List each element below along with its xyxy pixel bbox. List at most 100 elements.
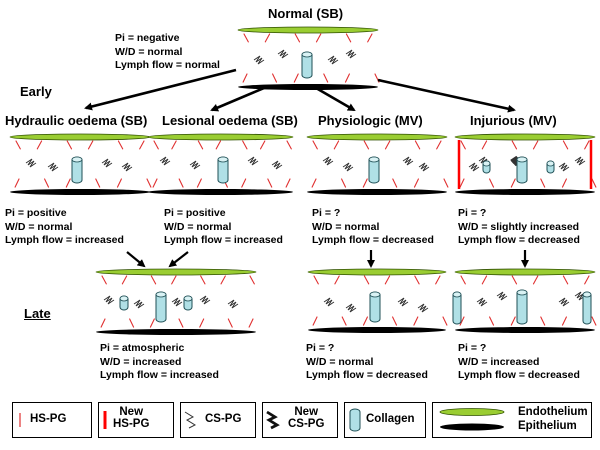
hs-pg-mark <box>489 316 495 326</box>
epithelium-layer <box>455 189 595 195</box>
hs-pg-mark <box>414 275 420 285</box>
info-line: Pi = ? <box>312 207 341 219</box>
cs-pg-mark <box>345 303 357 313</box>
hs-pg-mark <box>562 140 569 150</box>
hs-pg-mark <box>315 33 322 43</box>
hs-pg-mark <box>362 178 368 188</box>
hs-pg-mark <box>152 178 158 188</box>
cs-pg-mark <box>227 299 239 309</box>
cs-pg-mark <box>558 162 570 172</box>
hs-pg-mark <box>248 318 254 328</box>
hs-pg-mark <box>149 318 155 328</box>
hs-pg-mark <box>65 178 71 188</box>
info-line: Pi = positive <box>164 207 226 219</box>
early-info-lesional: Pi = positive W/D = normal Lymph flow = … <box>164 207 283 248</box>
hs-pg-mark <box>532 275 539 285</box>
hs-pg-mark <box>15 140 21 150</box>
hs-pg-mark <box>150 275 157 285</box>
column-title-injurious: Injurious (MV) <box>470 113 557 128</box>
info-line: W/D = normal <box>164 220 232 233</box>
info-line: Lymph flow = normal <box>115 59 220 71</box>
info-line: W/D = increased <box>100 355 182 368</box>
hs-pg-mark <box>591 316 597 326</box>
early-info-hydraulic: Pi = positive W/D = normal Lymph flow = … <box>5 207 124 248</box>
hs-pg-mark <box>171 140 177 150</box>
hs-pg-mark <box>87 140 94 150</box>
hs-pg-mark <box>95 178 101 188</box>
epithelium-layer <box>455 327 595 333</box>
legend-label-hs-pg: HS-PG <box>30 413 67 425</box>
info-line: Lymph flow = decreased <box>458 234 580 246</box>
info-line: Lymph flow = decreased <box>312 234 434 246</box>
hs-pg-mark <box>345 33 352 43</box>
cs-pg-mark <box>574 156 586 166</box>
info-line: Pi = positive <box>5 207 67 219</box>
stage-early-label: Early <box>20 84 52 99</box>
late-info-physiologic: Pi = ? W/D = normal Lymph flow = decreas… <box>306 342 428 383</box>
panel-late-oedema <box>95 268 257 335</box>
info-line: Lymph flow = increased <box>164 234 283 246</box>
cs-pg-mark <box>171 297 183 307</box>
legend-label-epithelium: Epithelium <box>518 420 577 432</box>
hs-pg-mark <box>285 178 291 188</box>
hs-pg-mark <box>584 275 590 285</box>
hs-pg-mark <box>200 275 206 285</box>
cs-pg-mark <box>133 299 145 309</box>
hs-pg-mark <box>442 316 448 326</box>
epithelium-layer <box>238 84 378 90</box>
hs-pg-mark <box>363 140 370 150</box>
panel-early-injurious <box>454 133 597 195</box>
hs-pg-mark <box>392 178 398 188</box>
hs-pg-mark <box>249 275 255 285</box>
cs-pg-mark <box>47 162 59 172</box>
hs-pg-mark <box>561 178 567 188</box>
legend-new-hs-pg <box>98 402 174 438</box>
hs-pg-mark <box>215 140 222 150</box>
normal-title: Normal (SB) <box>268 6 344 21</box>
hs-pg-mark <box>562 275 569 285</box>
hs-pg-mark <box>66 140 73 150</box>
hs-pg-mark <box>459 316 465 326</box>
hs-pg-mark <box>293 73 299 83</box>
collagen-fiber-top <box>546 160 555 167</box>
hs-pg-mark <box>392 316 398 326</box>
legend-label-new-cs-pg: New CS-PG <box>288 406 324 430</box>
hs-pg-mark <box>591 178 597 188</box>
info-line: Pi = ? <box>306 342 335 354</box>
info-line: W/D = slightly increased <box>458 220 580 233</box>
endothelium-layer <box>454 133 596 141</box>
hs-pg-mark <box>436 140 442 150</box>
hs-pg-mark <box>584 140 590 150</box>
hs-pg-mark <box>242 73 248 83</box>
cs-pg-mark <box>496 291 508 301</box>
collagen-fiber-top <box>71 156 83 163</box>
cs-pg-mark <box>327 55 339 65</box>
hs-pg-mark <box>323 73 329 83</box>
hs-pg-mark <box>139 140 145 150</box>
collagen-fiber-top <box>183 295 193 302</box>
epithelium-layer <box>148 189 293 195</box>
legend-label-line: HS-PG <box>113 418 150 430</box>
info-line: Pi = negative <box>115 32 180 44</box>
panel-early-lesional <box>147 133 294 195</box>
endothelium-layer <box>95 268 257 276</box>
hs-pg-mark <box>197 140 204 150</box>
cs-pg-mark <box>271 160 283 170</box>
cs-pg-mark <box>345 49 357 59</box>
hs-pg-mark <box>540 178 546 188</box>
collagen-fiber-top <box>369 291 381 298</box>
panel-early-hydraulic <box>9 133 152 195</box>
collagen-icon <box>349 408 361 432</box>
endothelium-layer <box>9 133 151 141</box>
hs-pg-mark <box>294 33 301 43</box>
hs-pg-mark <box>178 178 184 188</box>
flow-arrow <box>168 251 189 268</box>
collagen-fiber-top <box>217 156 229 163</box>
cs-pg-mark <box>199 295 211 305</box>
late-info-oedema: Pi = atmospheric W/D = increased Lymph f… <box>100 342 219 383</box>
hs-pg-mark <box>460 275 466 285</box>
collagen-fiber-top <box>368 156 380 163</box>
early-info-physiologic: Pi = ? W/D = normal Lymph flow = decreas… <box>312 207 434 248</box>
collagen-fiber-top <box>482 160 491 167</box>
collagen-fiber-top <box>452 291 462 298</box>
